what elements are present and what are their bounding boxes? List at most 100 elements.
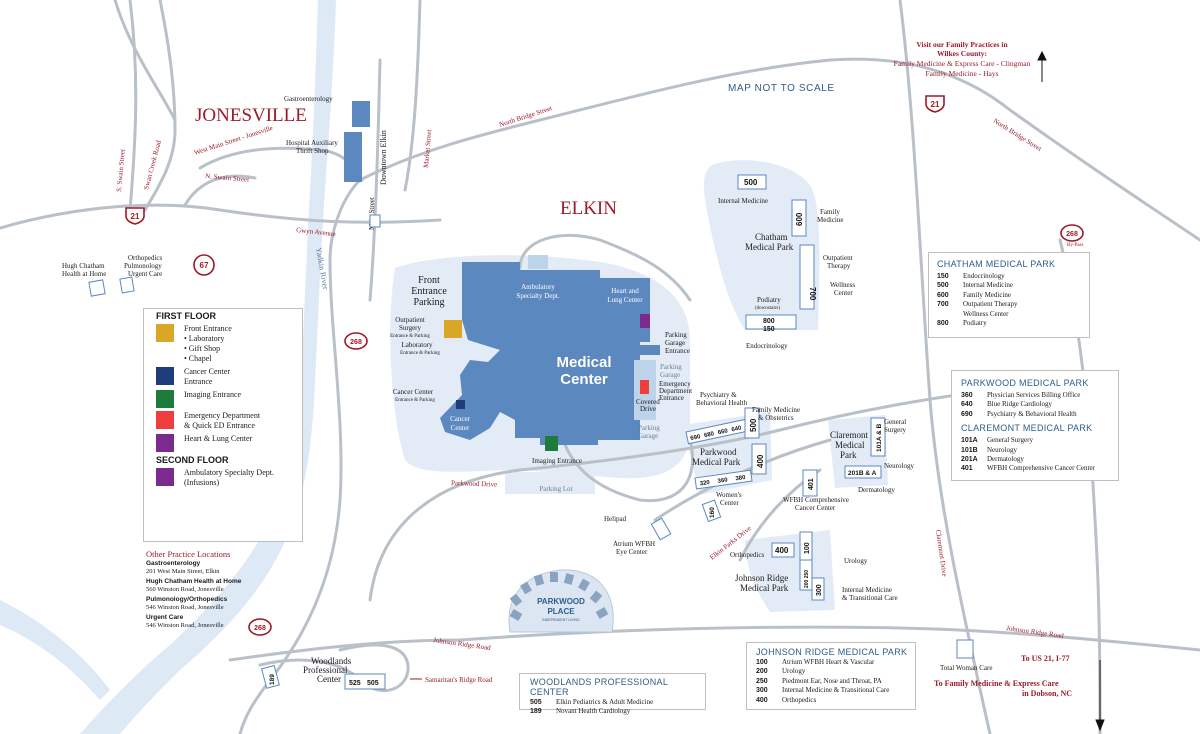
svg-text:21: 21 (131, 212, 140, 221)
jonesville-label: JONESVILLE (195, 105, 307, 126)
n-swain-label: N. Swain Street (205, 172, 250, 184)
cancer-entrance-label2: Entrance & Parking (395, 398, 435, 403)
bldg-200-250: 200 250 (804, 570, 810, 588)
orthopedics-label: Orthopedics (730, 551, 764, 559)
r268-shield-a: 268 (344, 332, 368, 350)
psych-label2: Behavioral Health (696, 399, 748, 407)
parking-lot-label: Parking Lot (539, 485, 572, 493)
front-parking-label2: Entrance (411, 286, 447, 297)
first-floor-heading: FIRST FLOOR (156, 311, 216, 321)
outpatient-label3: Entrance & Parking (390, 334, 430, 339)
garage2-label: Parking (638, 424, 660, 432)
other-locations-heading: Other Practice Locations (146, 549, 231, 559)
ortho-building (119, 276, 135, 294)
s-swain-label: S. Swain Street (115, 149, 127, 193)
eye-label: Atrium WFBH (613, 540, 655, 548)
parkwood-place-title: PARKWOOD (537, 597, 585, 606)
heart-lung-label2: Lung Center (607, 296, 643, 304)
claremont-mp-label2: Medical (835, 440, 865, 450)
covered-label: Covered (636, 398, 660, 406)
johnson-mp-label: Johnson Ridge (735, 573, 788, 583)
r268-shield-c: 268 (1060, 224, 1084, 242)
podiatry-label2: (downstairs) (755, 306, 780, 311)
internal-trans-label2: & Transitional Care (842, 594, 898, 602)
svg-text:660: 660 (717, 428, 729, 436)
johnson-ridge-label-2: Johnson Ridge Road (1006, 624, 1065, 640)
pge-label2: Garage (665, 339, 685, 347)
svg-text:67: 67 (200, 261, 209, 270)
ortho-label: Orthopedics (128, 254, 162, 262)
garage1-label2: Garage (660, 371, 680, 379)
claremont-mp-label: Claremont (830, 430, 868, 440)
bldg-189: 189 (269, 674, 276, 685)
to-us21-label: To US 21, I-77 (1021, 654, 1070, 663)
er-label: Emergency (659, 380, 691, 388)
main-street-label: Main Street (368, 197, 376, 230)
cancer-entrance-marker (456, 400, 465, 409)
legend: FIRST FLOOR Front Entrance • Laboratory … (143, 308, 303, 542)
hugh-label: Hugh Chatham (62, 262, 105, 270)
family-medicine-label2: Medicine (817, 216, 843, 224)
lab-label: Laboratory (401, 341, 433, 349)
map-not-to-scale: MAP NOT TO SCALE (728, 83, 835, 94)
wellness-label: Wellness (830, 281, 855, 289)
heart-lung-label: Heart and (611, 287, 639, 295)
bldg-600: 600 (795, 212, 804, 226)
legend-item-cancer: Cancer Center Entrance (156, 367, 302, 387)
imaging-entrance-marker (545, 436, 558, 451)
claremont-drive-label: Claremont Drive (934, 529, 948, 577)
front-parking-label: Front (418, 275, 440, 286)
otherapy-label: Outpatient (823, 254, 853, 262)
bypass-label: By-Pass (1067, 243, 1083, 248)
ambulatory-annex (528, 255, 548, 269)
south-arrow-icon (1095, 660, 1105, 732)
urology-label: Urology (844, 557, 868, 565)
north-bridge-label-2: North Bridge Street (992, 117, 1043, 153)
thrift-label2: Thrift Shop (296, 147, 329, 155)
nc67-shield: 67 (193, 254, 215, 276)
samaritans-label: Samaritan's Ridge Road (425, 676, 493, 684)
legend-item-ambulatory: Ambulatory Specialty Dept. (Infusions) (156, 468, 302, 488)
svg-text:640: 640 (731, 425, 743, 433)
imaging-swatch (156, 390, 174, 408)
front-parking-label3: Parking (413, 297, 444, 308)
bldg-400: 400 (775, 546, 789, 555)
covered-label2: Drive (640, 405, 656, 413)
pge-label: Parking (665, 331, 687, 339)
garage1-label: Parking (660, 363, 682, 371)
bldg-100: 100 (804, 542, 811, 554)
west-main-label: West Main Street - Jonesville (193, 124, 274, 157)
us21-shield-left: 21 (125, 207, 145, 225)
legend-item-heart: Heart & Lung Center (156, 434, 302, 452)
bldg-101a: 101A & B (876, 423, 883, 452)
family-medicine-label: Family (820, 208, 840, 216)
imaging-label: Imaging Entrance (532, 457, 582, 465)
elkin-label: ELKIN (560, 198, 617, 219)
heart-swatch (156, 434, 174, 452)
north-arrow-icon (1037, 50, 1047, 82)
thrift-building (344, 132, 362, 182)
medical-center-label: Medical (556, 354, 611, 371)
bldg-700: 700 (808, 287, 817, 301)
thrift-label: Hospital Auxiliary (286, 139, 338, 147)
gastro-building (352, 101, 370, 127)
parkwood-mp-label: Parkwood (700, 447, 737, 457)
chatham-panel-title: CHATHAM MEDICAL PARK (937, 259, 1056, 269)
dermatology-label: Dermatology (858, 486, 895, 494)
chatham-mp-label2: Medical Park (745, 242, 794, 252)
svg-text:380: 380 (735, 475, 746, 482)
otherapy-label2: Therapy (827, 262, 851, 270)
second-floor-heading: SECOND FLOOR (156, 455, 229, 465)
dobson-label2: in Dobson, NC (1022, 689, 1072, 698)
bldg-800: 800 (763, 318, 775, 325)
svg-text:268: 268 (1066, 231, 1078, 238)
wellness-label2: Center (834, 289, 853, 297)
claremont-mp-label3: Park (840, 450, 857, 460)
main-street-building (369, 214, 381, 228)
bldg-505: 505 (367, 680, 379, 687)
family-practices-line3: Family Medicine & Express Care - Clingma… (894, 59, 1031, 68)
